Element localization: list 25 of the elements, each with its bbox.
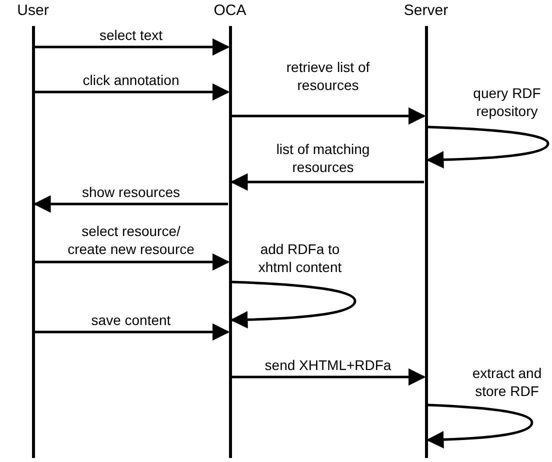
message-arrow [33, 195, 228, 213]
message-arrow [35, 323, 230, 341]
participant-label: Server [402, 2, 450, 20]
message-label: send XHTML+RDFa [264, 356, 392, 374]
message-label: click annotation [82, 71, 180, 89]
message-label: extract and store RDF [471, 364, 543, 400]
message-arrow [35, 38, 230, 56]
message-arrow [232, 107, 426, 125]
message-label: query RDF repository [472, 84, 542, 120]
participant-label: OCA [212, 2, 248, 20]
participant-label: User [16, 2, 50, 20]
message-label: select text [98, 26, 164, 44]
message-label: select resource/ create new resource [66, 222, 196, 258]
message-label: add RDFa to xhtml content [257, 240, 343, 276]
self-message-arrow [230, 280, 356, 328]
self-message-arrow [426, 126, 550, 168]
self-message-arrow [426, 404, 534, 448]
message-label: retrieve list of resources [285, 58, 371, 94]
message-label: show resources [80, 183, 182, 201]
message-label: save content [90, 311, 172, 329]
message-label: list of matching resources [275, 140, 371, 176]
message-arrow [35, 253, 230, 271]
message-arrow [35, 83, 230, 101]
message-arrow [232, 368, 426, 386]
message-arrow [230, 173, 424, 191]
